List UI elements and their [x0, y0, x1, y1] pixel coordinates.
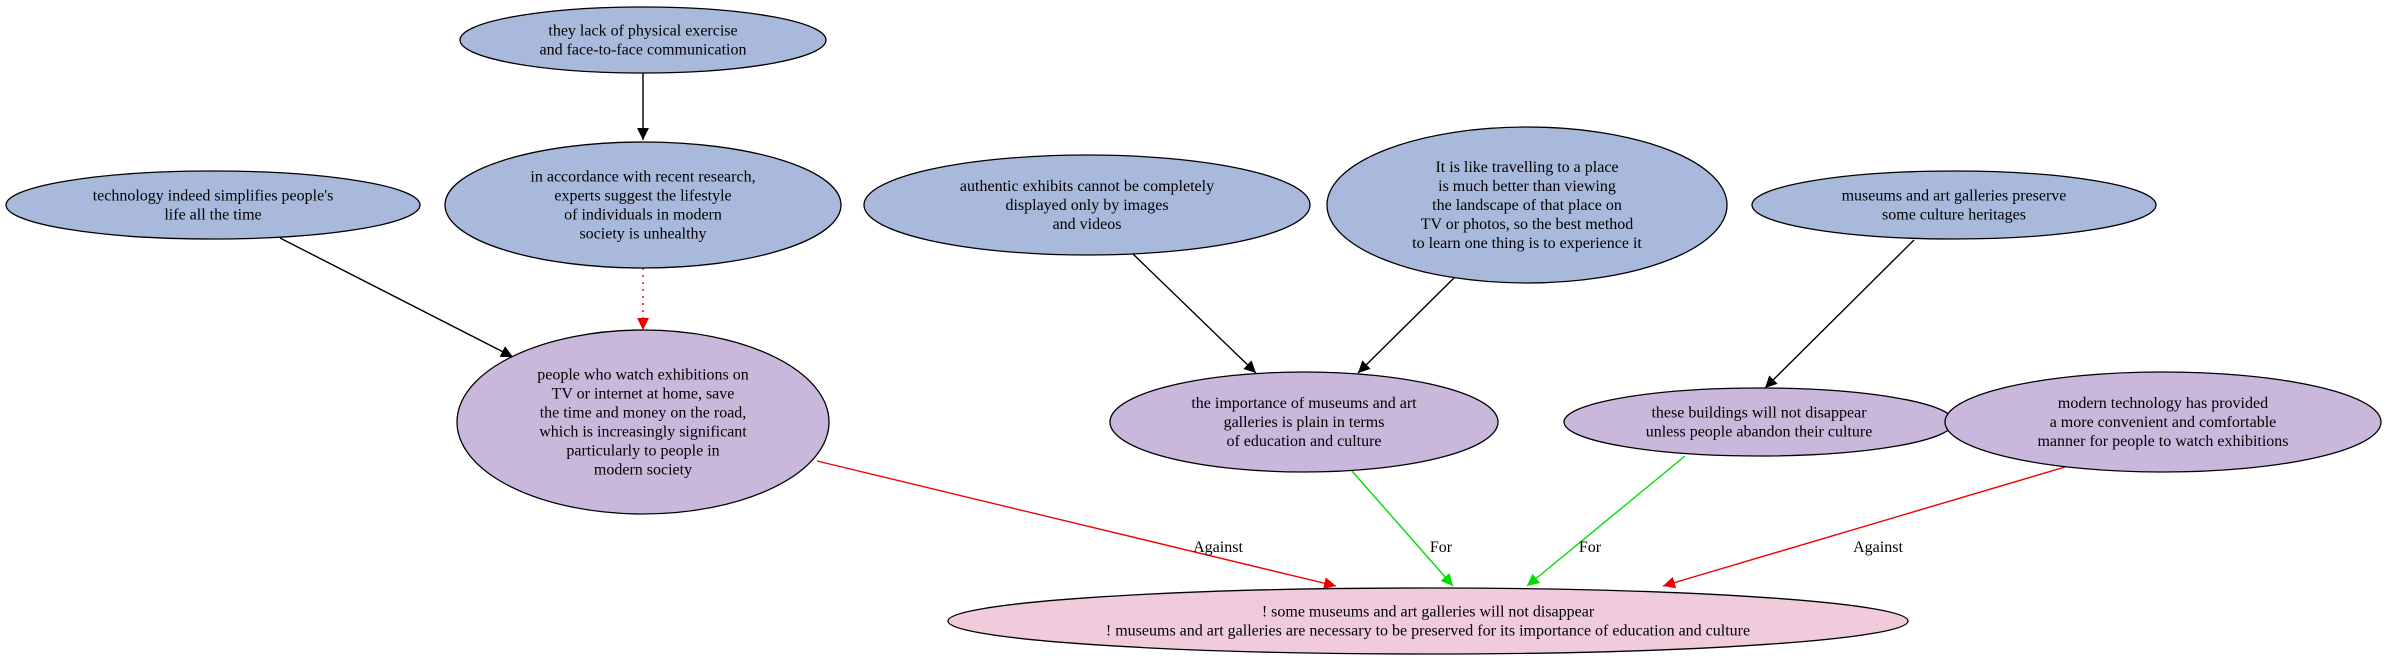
claim-ellipse: [1109, 371, 1499, 473]
node-layer: they lack of physical exercise and face-t…: [5, 6, 2382, 655]
node-text-line: It is like travelling to a place: [1435, 159, 1618, 176]
claim-node-n9: these buildings will not disappear unless…: [1563, 387, 1955, 457]
edge-n2-to-n7: [279, 237, 514, 358]
node-text-line: life all the time: [164, 207, 261, 224]
node-text-line: ! museums and art galleries are necessar…: [1106, 623, 1750, 640]
premise-ellipse: [863, 154, 1311, 256]
node-text-line: which is increasingly significant: [539, 424, 747, 441]
claim-ellipse: [456, 329, 830, 515]
node-text-line: in accordance with recent research,: [530, 169, 755, 186]
premise-node-n3: in accordance with recent research, exper…: [444, 141, 842, 269]
premise-node-n1: they lack of physical exercise and face-t…: [459, 6, 827, 74]
label-layer: Against For For Against: [1193, 539, 1903, 556]
node-text-line: authentic exhibits cannot be completely: [960, 178, 1214, 195]
edge-layer: [279, 73, 2066, 590]
premise-ellipse: [444, 141, 842, 269]
node-text-line: and videos: [1053, 216, 1122, 233]
node-text-line: TV or photos, so the best method: [1421, 216, 1634, 233]
node-text-line: of individuals in modern: [564, 207, 722, 224]
node-text-line: they lack of physical exercise: [548, 23, 737, 40]
edge-label-for: For: [1430, 539, 1453, 556]
edge-n10-to-n11: [1662, 466, 2066, 589]
node-text-line: ! some museums and art galleries will no…: [1262, 604, 1595, 621]
edge-n4-to-n8: [1132, 253, 1257, 374]
node-text-line: a more convenient and comfortable: [2050, 414, 2277, 431]
edge-label-against: Against: [1193, 539, 1243, 556]
edge-n5-to-n8: [1357, 277, 1455, 374]
claim-node-n8: the importance of museums and art galleri…: [1109, 371, 1499, 473]
node-text-line: the landscape of that place on: [1432, 197, 1622, 214]
edge-label-against: Against: [1853, 539, 1903, 556]
node-text-line: particularly to people in: [566, 443, 719, 460]
node-text-line: the time and money on the road,: [540, 405, 747, 422]
edge-n8-to-n11: [1351, 470, 1454, 587]
edge-n6-to-n9: [1764, 239, 1915, 389]
node-text-line: modern society: [594, 462, 692, 479]
node-text-line: is much better than viewing: [1438, 178, 1616, 195]
node-text-line: TV or internet at home, save: [552, 386, 735, 403]
premise-ellipse: [1326, 126, 1728, 284]
node-text-line: displayed only by images: [1005, 197, 1168, 214]
node-text-line: unless people abandon their culture: [1646, 424, 1873, 441]
premise-ellipse: [1751, 170, 2157, 240]
premise-node-n2: technology indeed simplifies people's lif…: [5, 170, 421, 240]
node-text-line: galleries is plain in terms: [1224, 414, 1385, 431]
claim-ellipse: [1563, 387, 1955, 457]
node-text-line: some culture heritages: [1882, 207, 2026, 224]
node-text-line: these buildings will not disappear: [1651, 405, 1867, 422]
conclusion-ellipse: [947, 587, 1909, 655]
premise-ellipse: [5, 170, 421, 240]
claim-node-n7: people who watch exhibitions on TV or int…: [456, 329, 830, 515]
edge-n9-to-n11: [1526, 455, 1686, 587]
claim-node-n10: modern technology has provided a more con…: [1944, 371, 2382, 473]
node-text-line: technology indeed simplifies people's: [93, 188, 334, 205]
premise-node-n5: It is like travelling to a place is much …: [1326, 126, 1728, 284]
edge-label-for: For: [1579, 539, 1602, 556]
node-text-line: and face-to-face communication: [540, 42, 747, 59]
premise-ellipse: [459, 6, 827, 74]
node-text-line: experts suggest the lifestyle: [554, 188, 731, 205]
premise-node-n4: authentic exhibits cannot be completely d…: [863, 154, 1311, 256]
claim-ellipse: [1944, 371, 2382, 473]
node-text-line: manner for people to watch exhibitions: [2037, 433, 2288, 450]
conclusion-node-n11: ! some museums and art galleries will no…: [947, 587, 1909, 655]
node-text-line: the importance of museums and art: [1191, 395, 1417, 412]
edge-n7-to-n11: [816, 460, 1337, 590]
premise-node-n6: museums and art galleries preserve some c…: [1751, 170, 2157, 240]
node-text-line: of education and culture: [1226, 433, 1381, 450]
node-text-line: to learn one thing is to experience it: [1412, 235, 1642, 252]
node-text-line: modern technology has provided: [2058, 395, 2268, 412]
node-text-line: people who watch exhibitions on: [537, 367, 749, 384]
node-text-line: society is unhealthy: [579, 226, 706, 243]
node-text-line: museums and art galleries preserve: [1842, 188, 2067, 205]
